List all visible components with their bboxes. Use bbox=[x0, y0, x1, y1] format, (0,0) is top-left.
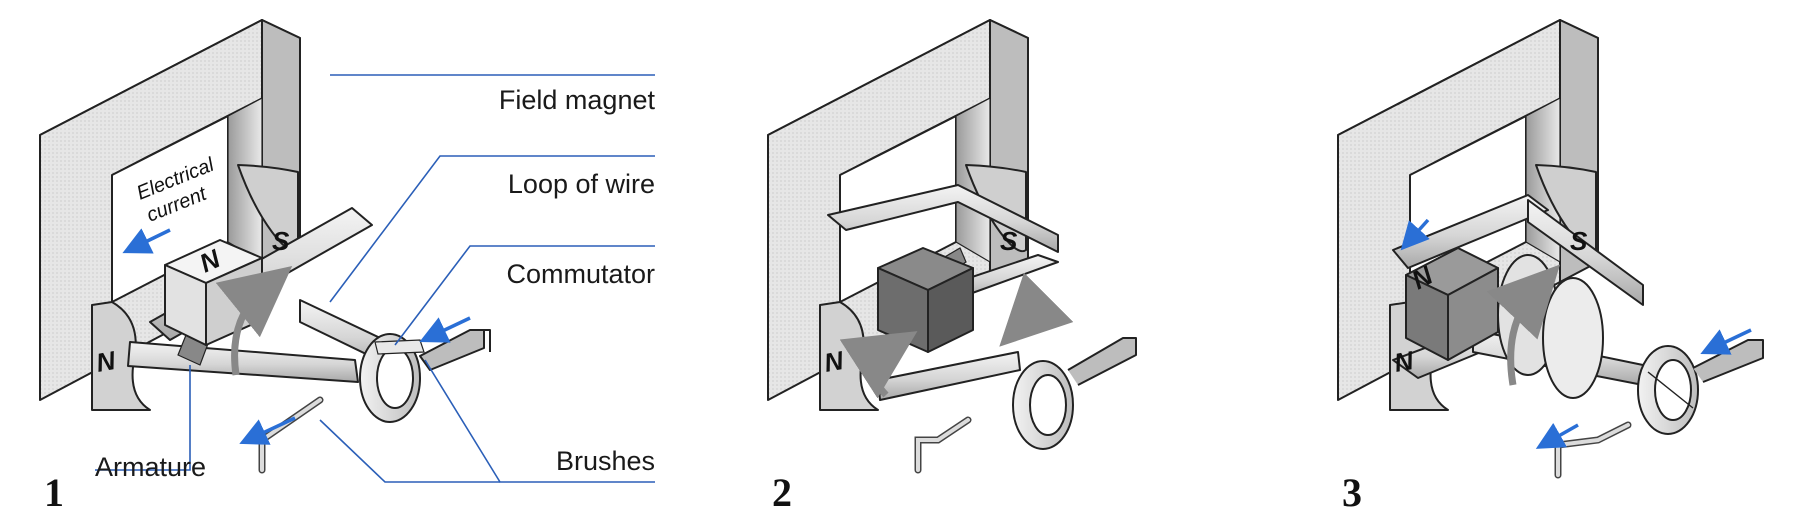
armature-magnet-block: N bbox=[164, 239, 263, 346]
commutator bbox=[359, 333, 425, 423]
label-brushes: Brushes bbox=[556, 446, 655, 476]
current-arrow-out bbox=[1535, 422, 1579, 449]
armature-magnet-block bbox=[877, 247, 974, 353]
panel-3: N N S 3 bbox=[1337, 19, 1764, 515]
pole-s-label: S bbox=[1000, 226, 1018, 256]
current-arrow-top bbox=[1400, 218, 1430, 251]
panel-1: N N S Electrical current bbox=[39, 19, 656, 515]
panel-number-1: 1 bbox=[44, 470, 64, 515]
commutator bbox=[1637, 345, 1699, 435]
commutator bbox=[1012, 360, 1074, 450]
panel-2: N S 2 bbox=[767, 19, 1137, 515]
label-field-magnet: Field magnet bbox=[499, 85, 656, 115]
rotation-arrow bbox=[215, 265, 293, 376]
rotation-arrow-upper bbox=[999, 272, 1074, 347]
pole-s-label: S bbox=[272, 226, 290, 256]
current-arrow-out bbox=[239, 416, 296, 445]
current-arrow-top bbox=[122, 228, 171, 254]
rotation-arrow-lower bbox=[839, 331, 918, 399]
panel-number-2: 2 bbox=[772, 470, 792, 515]
pole-s-label: S bbox=[1570, 226, 1588, 256]
electrical-current-annotation: Electrical current bbox=[122, 154, 218, 254]
current-arrow-in bbox=[419, 316, 471, 343]
label-armature: Armature bbox=[95, 452, 206, 482]
brushes bbox=[1554, 339, 1764, 479]
rotation-arrow bbox=[1486, 264, 1560, 386]
current-arrow-in bbox=[1700, 328, 1752, 355]
panel-number-3: 3 bbox=[1342, 470, 1362, 515]
label-loop-of-wire: Loop of wire bbox=[508, 169, 655, 199]
label-commutator: Commutator bbox=[506, 259, 655, 289]
leader-lines bbox=[95, 74, 655, 483]
brushes bbox=[914, 337, 1137, 474]
